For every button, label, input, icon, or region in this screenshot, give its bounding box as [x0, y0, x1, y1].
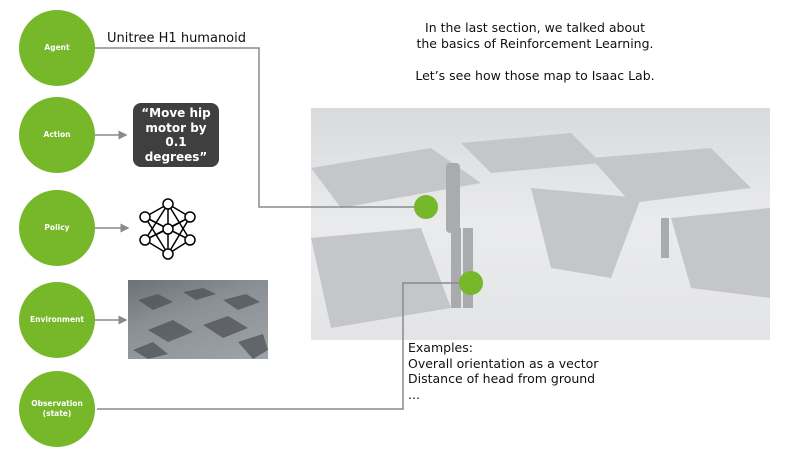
example-item: Distance of head from ground: [408, 371, 596, 386]
observation-circle: Observation (state): [19, 371, 95, 447]
action-example: “Move hip motor by 0.1 degrees”: [133, 103, 219, 167]
examples-title: Examples:: [408, 340, 473, 355]
terrain-pattern: [133, 288, 268, 359]
intro-line-3: Let’s see how those map to Isaac Lab.: [415, 68, 655, 83]
observation-connector: [97, 282, 466, 410]
terrain-scene: [311, 133, 770, 328]
agent-circle: Agent: [19, 10, 95, 86]
intro-line-2: the basics of Reinforcement Learning.: [416, 36, 654, 51]
observation-marker: [459, 271, 483, 295]
environment-image: [128, 280, 268, 359]
agent-connector: [95, 47, 420, 208]
policy-circle: Policy: [19, 190, 95, 266]
isaac-lab-scene-image: [311, 108, 770, 340]
environment-circle: Environment: [19, 282, 95, 358]
example-item: ...: [408, 386, 420, 402]
intro-text: In the last section, we talked about the…: [380, 20, 690, 84]
neural-network-icon: [139, 198, 196, 260]
observation-examples: Examples: Overall orientation as a vecto…: [408, 340, 598, 402]
action-circle: Action: [19, 97, 95, 173]
intro-line-1: In the last section, we talked about: [425, 20, 645, 35]
example-item: Overall orientation as a vector: [408, 355, 599, 371]
agent-marker: [414, 195, 438, 219]
agent-caption: Unitree H1 humanoid: [107, 31, 246, 46]
